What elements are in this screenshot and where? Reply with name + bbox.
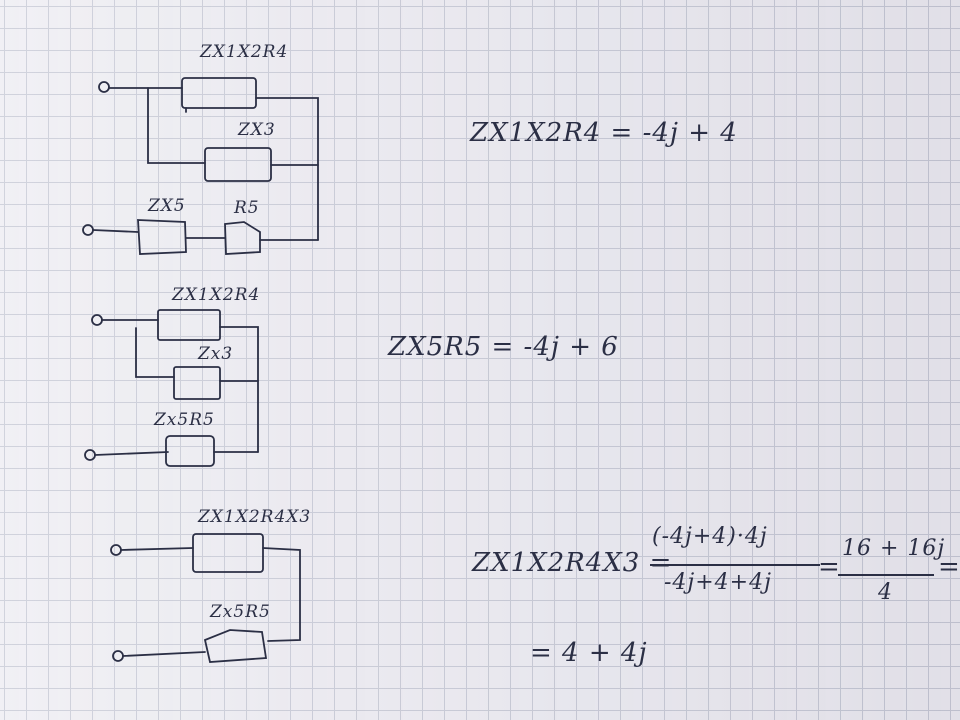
- resistor-x5r5: [166, 436, 214, 466]
- label-zx3: Zx3: [198, 344, 234, 364]
- equation-3-lhs: ZX1X2R4X3 =: [472, 548, 673, 578]
- circuit-3: [111, 534, 300, 662]
- label-r5: R5: [234, 198, 260, 218]
- label-zx5: ZX5: [148, 196, 186, 216]
- resistor-x1x2r4: [182, 78, 256, 108]
- terminal-2a: [92, 315, 102, 325]
- fraction-bar-1: [650, 564, 820, 566]
- terminal-1b: [83, 225, 93, 235]
- circuit-1: [83, 78, 318, 254]
- terminal-1a: [99, 82, 109, 92]
- equation-3-tail: =: [938, 552, 960, 582]
- terminal-3a: [111, 545, 121, 555]
- resistor-x1x2r4x3: [193, 534, 263, 572]
- label-zx1x2r4: ZX1X2R4: [200, 42, 289, 62]
- label-zx5r5: Zx5R5: [210, 602, 271, 622]
- equation-3-equals: =: [818, 552, 841, 582]
- equation-3-denominator-2: 4: [878, 580, 893, 605]
- resistor-x3: [174, 367, 220, 399]
- resistor-x5r5: [205, 630, 266, 662]
- label-zx1x2r4: ZX1X2R4: [172, 285, 261, 305]
- resistor-r5: [225, 222, 260, 254]
- label-zx5r5: Zx5R5: [154, 410, 215, 430]
- terminal-2b: [85, 450, 95, 460]
- terminal-3b: [113, 651, 123, 661]
- equation-3-denominator-1: -4j+4+4j: [664, 570, 772, 595]
- label-zx1x2r4x3: ZX1X2R4X3: [198, 507, 312, 527]
- equation-3-numerator-2: 16 + 16j: [842, 536, 946, 561]
- resistor-x5: [138, 220, 186, 254]
- circuit-2: [85, 310, 258, 466]
- resistor-x3: [205, 148, 271, 181]
- equation-3-result: = 4 + 4j: [530, 638, 648, 668]
- fraction-bar-2: [838, 574, 934, 576]
- label-zx3: ZX3: [238, 120, 276, 140]
- resistor-x1x2r4: [158, 310, 220, 340]
- equation-1: ZX1X2R4 = -4j + 4: [470, 118, 738, 148]
- equation-2: ZX5R5 = -4j + 6: [388, 332, 619, 362]
- equation-3-numerator-1: (-4j+4)·4j: [652, 524, 768, 549]
